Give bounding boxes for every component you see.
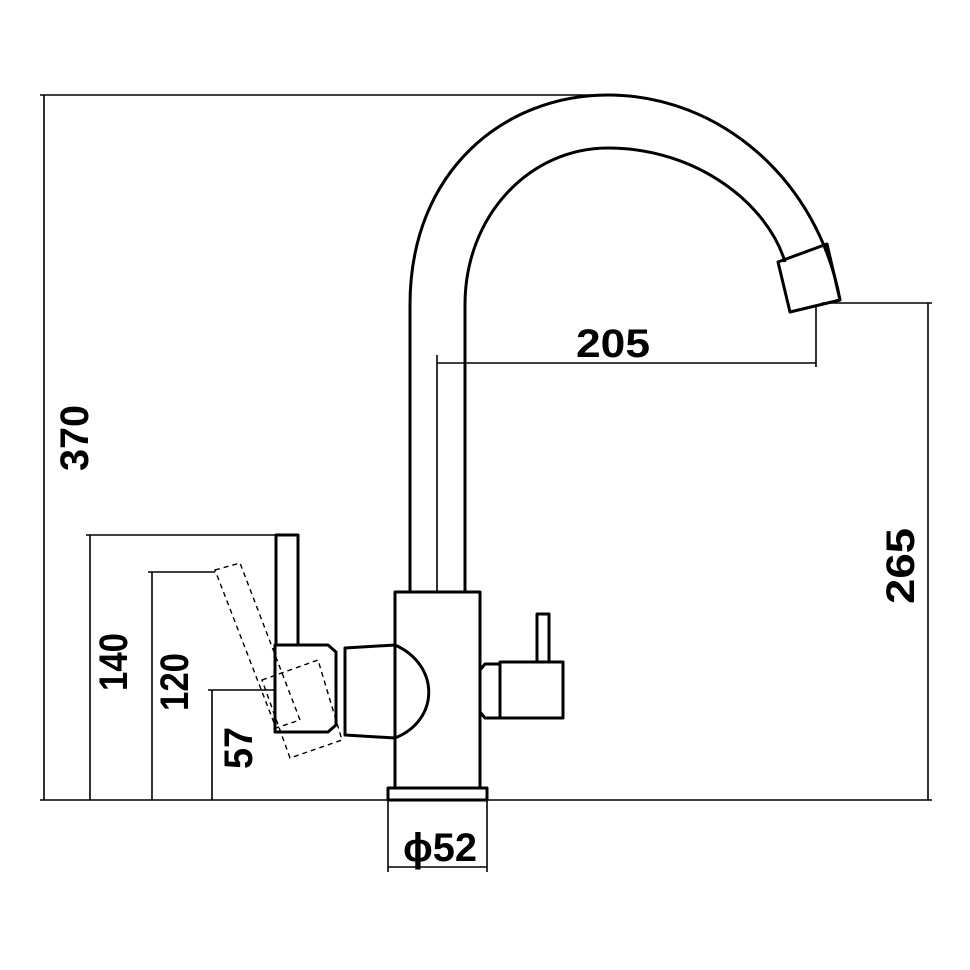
left-lever-handle — [274, 533, 300, 647]
right-valve-hub — [498, 660, 565, 720]
label-370: 370 — [53, 405, 97, 471]
right-lever-handle — [535, 612, 551, 664]
aerator-nozzle — [776, 242, 842, 314]
label-205: 205 — [576, 322, 650, 366]
label-120: 120 — [153, 653, 197, 711]
label-phi-52: ϕ52 — [403, 826, 477, 870]
label-140: 140 — [92, 633, 136, 691]
right-valve-connector — [478, 662, 502, 720]
left-valve-housing — [343, 643, 431, 740]
spout-inner-edge — [463, 146, 787, 592]
dimension-lines — [40, 94, 932, 872]
faucet-outline — [214, 93, 842, 802]
base-ring — [386, 786, 489, 802]
label-265: 265 — [879, 528, 923, 604]
label-57: 57 — [217, 727, 261, 769]
dimension-labels: 370 140 120 57 205 265 ϕ52 — [53, 322, 923, 870]
left-lever-hub — [273, 643, 338, 734]
faucet-body — [393, 590, 482, 790]
left-lever-alt-hub — [261, 659, 343, 759]
